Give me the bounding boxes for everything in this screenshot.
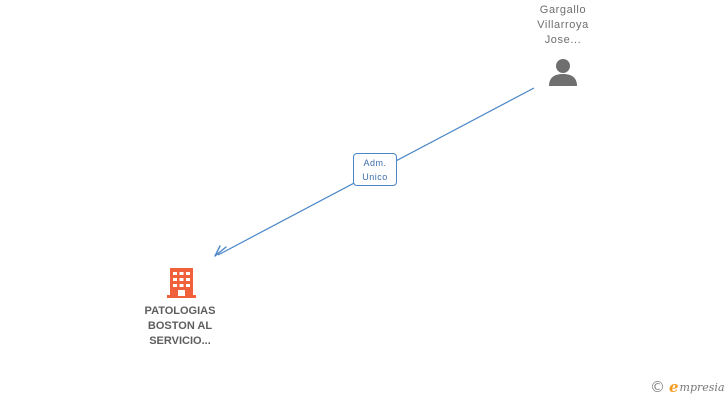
company-name-line: BOSTON AL bbox=[147, 320, 213, 332]
company-name-line: SERVICIO... bbox=[149, 335, 211, 347]
person-name-line: Gargallo bbox=[539, 4, 587, 16]
edge-label-line: Unico bbox=[362, 172, 388, 182]
arrowhead-icon bbox=[214, 245, 227, 257]
edge-label-line: Adm. bbox=[363, 158, 387, 168]
company-name-line: PATOLOGIAS bbox=[144, 305, 216, 317]
company-node-label[interactable]: PATOLOGIAS BOSTON AL SERVICIO... bbox=[110, 304, 250, 349]
building-icon[interactable] bbox=[167, 268, 196, 298]
person-node-label[interactable]: Gargallo Villarroya Jose... bbox=[503, 3, 623, 48]
edge-role-badge: Adm. Unico bbox=[353, 153, 397, 186]
brand-logo-initial: e bbox=[669, 378, 679, 396]
copyright-icon: © bbox=[650, 378, 665, 396]
brand-logo-text: mpresia bbox=[679, 380, 725, 394]
person-name-line: Jose... bbox=[544, 34, 582, 46]
footer-branding: © e mpresia bbox=[650, 378, 725, 396]
person-name-line: Villarroya bbox=[537, 19, 589, 31]
person-icon[interactable] bbox=[549, 59, 577, 86]
